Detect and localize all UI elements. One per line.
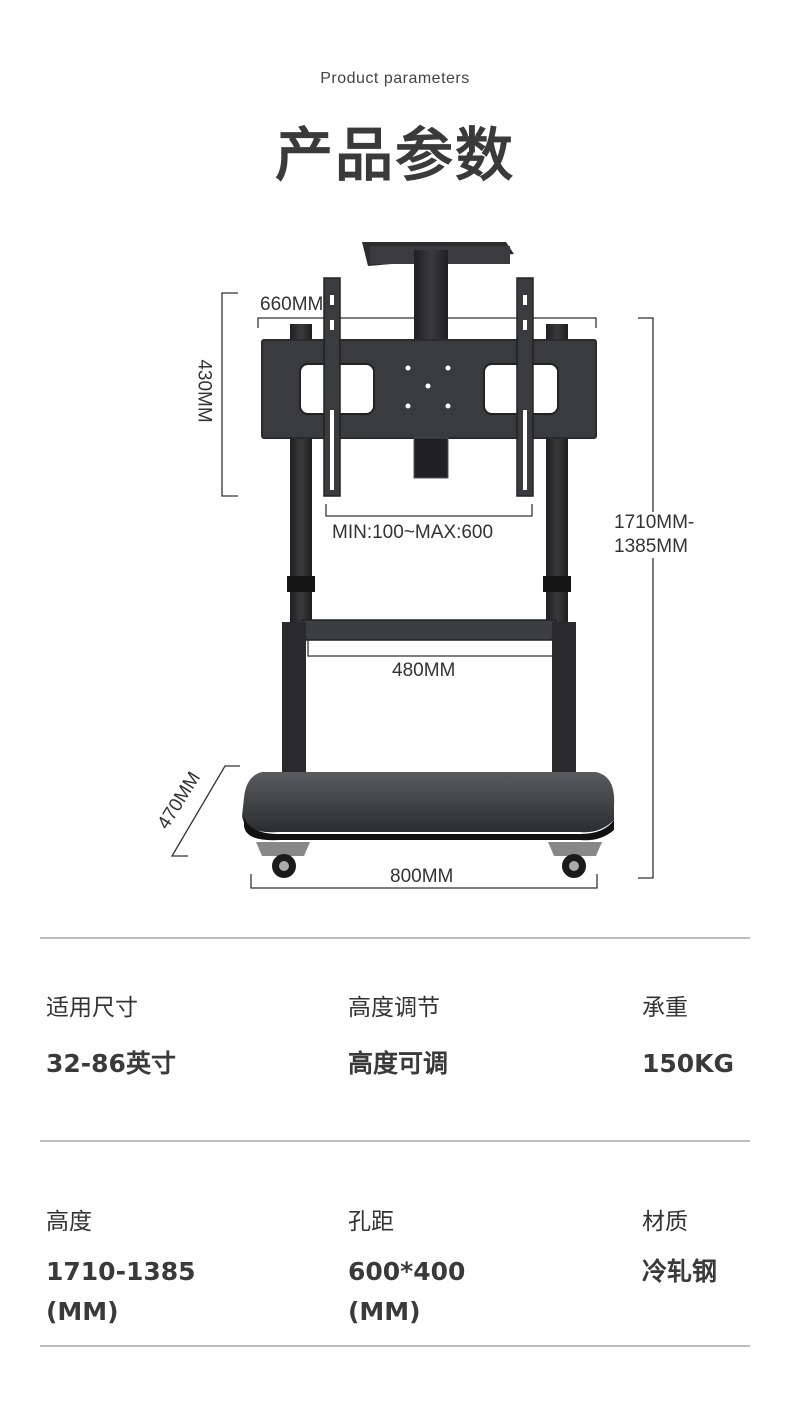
spec-value-size: 32-86英寸 <box>46 1049 176 1078</box>
spec-value-load: 150KG <box>642 1049 735 1078</box>
spec-label-height: 高度 <box>46 1209 92 1235</box>
spec-label-material: 材质 <box>642 1209 688 1235</box>
camera-tray <box>362 242 514 348</box>
mount-plate <box>261 339 597 479</box>
spec-label-hole-distance: 孔距 <box>348 1209 394 1235</box>
spec-label-size: 适用尺寸 <box>46 995 138 1021</box>
casters <box>256 842 602 878</box>
page-subtitle: Product parameters <box>320 70 470 87</box>
base-platform <box>242 772 615 841</box>
spec-label-height-adjust: 高度调节 <box>348 995 440 1021</box>
shelf-width-label: 480MM <box>392 660 456 681</box>
total-height-label-2: 1385MM <box>614 536 688 557</box>
spec-value-hole-line1: 600*400 <box>348 1257 466 1286</box>
spec-value-height-adjust: 高度可调 <box>348 1049 449 1078</box>
spec-value-material: 冷轧钢 <box>642 1257 718 1286</box>
divider-top <box>40 937 750 939</box>
spec-label-load: 承重 <box>642 995 688 1021</box>
divider-bottom <box>40 1345 750 1347</box>
tv-stand-illustration <box>170 242 654 889</box>
middle-shelf <box>301 619 557 641</box>
lower-frame <box>282 622 576 804</box>
total-height-label-1: 1710MM- <box>614 512 695 533</box>
spec-value-height-line1: 1710-1385 <box>46 1257 196 1286</box>
spec-value-hole-line2: (MM) <box>348 1297 421 1326</box>
vesa-arms <box>323 277 534 497</box>
divider-middle <box>40 1140 750 1142</box>
vesa-range-label: MIN:100~MAX:600 <box>332 522 494 543</box>
height-top-label: 430MM <box>193 359 215 423</box>
spec-value-height-line2: (MM) <box>46 1297 119 1326</box>
width-top-label: 660MM <box>260 294 324 315</box>
page-title: 产品参数 <box>274 121 515 189</box>
dimension-lines <box>170 292 654 889</box>
tv-stand-diagram: 660MM 430MM MIN:100~MAX:600 1710MM- 1385… <box>0 220 790 900</box>
base-width-label: 800MM <box>390 866 454 887</box>
